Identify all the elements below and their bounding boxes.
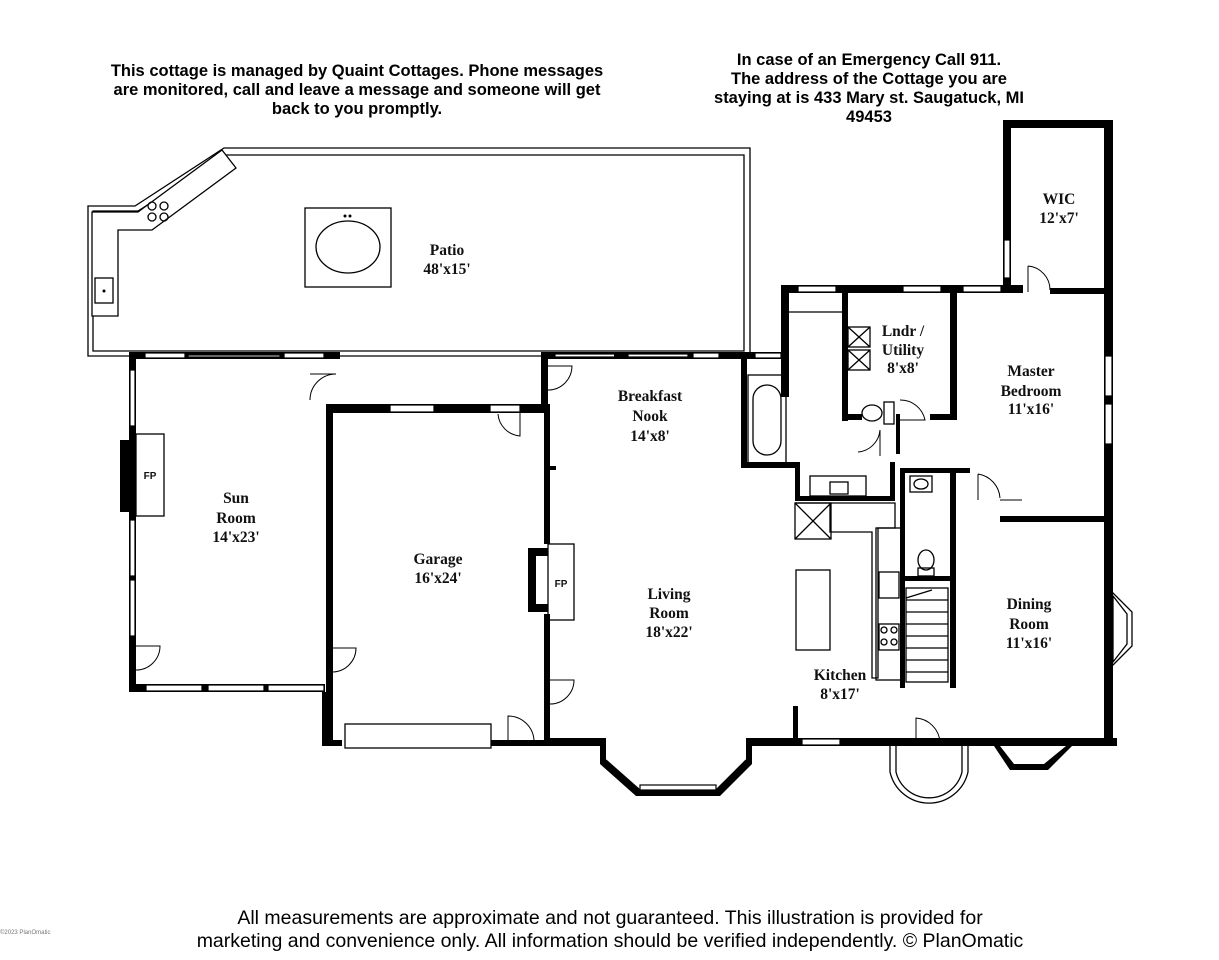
garage-walls [322, 404, 575, 749]
living-room-dims: 18'x22' [645, 624, 692, 641]
laundry-dims: 8'x8' [887, 360, 919, 377]
living-area-walls [541, 352, 797, 796]
disclaimer-line: All measurements are approximate and not… [237, 907, 983, 929]
copyright-mark: ©2023 PlanOmatic [0, 929, 50, 936]
breakfast-nook-label: Breakfast [618, 388, 683, 405]
management-note: This cottage is managed by Quaint Cottag… [56, 62, 658, 119]
kitchen-dims: 8'x17' [820, 686, 860, 703]
range-icon [878, 623, 900, 651]
management-note-line: are monitored, call and leave a message … [113, 81, 601, 99]
sun-room-label: Room [216, 510, 256, 527]
upper-right-walls [741, 285, 1023, 501]
management-note-line: back to you promptly. [271, 100, 443, 118]
sun-room-walls [120, 352, 340, 692]
sink-icon [909, 475, 933, 493]
breakfast-nook-dims: 14'x8' [630, 428, 670, 445]
kitchen-island [795, 569, 831, 651]
garage-dims: 16'x24' [414, 570, 461, 587]
cooktop-icon [147, 201, 169, 222]
master-bedroom-label: Bedroom [1001, 383, 1062, 400]
outdoor-kitchen-counter [91, 149, 237, 317]
master-bedroom-dims: 11'x16' [1008, 401, 1055, 418]
fireplace-living-room [528, 543, 575, 621]
wic-dims: 12'x7' [1039, 210, 1079, 227]
fireplace-label: FP [555, 579, 568, 590]
toilet-icon [861, 401, 895, 425]
garage-door [344, 723, 492, 749]
emergency-note-line: The address of the Cottage you are [731, 70, 1007, 88]
hot-tub-icon [304, 207, 392, 288]
bathtub-icon [747, 374, 787, 464]
walk-in-closet [1003, 120, 1113, 300]
patio-label: Patio [430, 242, 465, 259]
room-labels: Patio 48'x15' WIC 12'x7' Lndr / Utility … [144, 191, 1079, 703]
laundry-label: Lndr / [882, 323, 925, 340]
sink-icon [809, 475, 867, 497]
sun-room-dims: 14'x23' [212, 529, 259, 546]
emergency-note-line: In case of an Emergency Call 911. [736, 51, 1002, 69]
breakfast-nook-label: Nook [632, 408, 668, 425]
kitchen-label: Kitchen [814, 667, 867, 684]
washer-icon [847, 326, 871, 348]
fireplace-sun-room [120, 433, 165, 517]
emergency-note: In case of an Emergency Call 911. The ad… [676, 51, 1062, 127]
living-room-label: Room [649, 605, 689, 622]
fireplace-label: FP [144, 471, 157, 482]
stairs [905, 587, 949, 683]
dining-room-label: Dining [1007, 596, 1052, 613]
dining-walls [797, 588, 1133, 804]
dining-room-label: Room [1009, 616, 1049, 633]
master-bedroom-label: Master [1007, 363, 1054, 380]
sink-icon [878, 571, 900, 599]
wic-label: WIC [1043, 191, 1076, 208]
garage-label: Garage [413, 551, 462, 568]
sun-room-label: Sun [223, 490, 249, 507]
toilet-icon [917, 549, 935, 577]
disclaimer-line: marketing and convenience only. All info… [196, 930, 1024, 952]
emergency-note-line: 49453 [846, 108, 892, 126]
sink-icon [94, 277, 114, 304]
emergency-note-line: staying at is 433 Mary st. Saugatuck, MI [714, 89, 1024, 107]
patio-area [87, 147, 751, 357]
living-room-label: Living [647, 586, 690, 603]
dining-room-dims: 11'x16' [1006, 635, 1053, 652]
laundry-label: Utility [882, 342, 924, 359]
kitchen-fixtures [793, 502, 903, 746]
dryer-icon [847, 349, 871, 371]
master-bedroom-walls [900, 288, 1113, 728]
management-note-line: This cottage is managed by Quaint Cottag… [110, 62, 604, 80]
patio-dims: 48'x15' [423, 261, 470, 278]
disclaimer: All measurements are approximate and not… [60, 907, 1160, 953]
